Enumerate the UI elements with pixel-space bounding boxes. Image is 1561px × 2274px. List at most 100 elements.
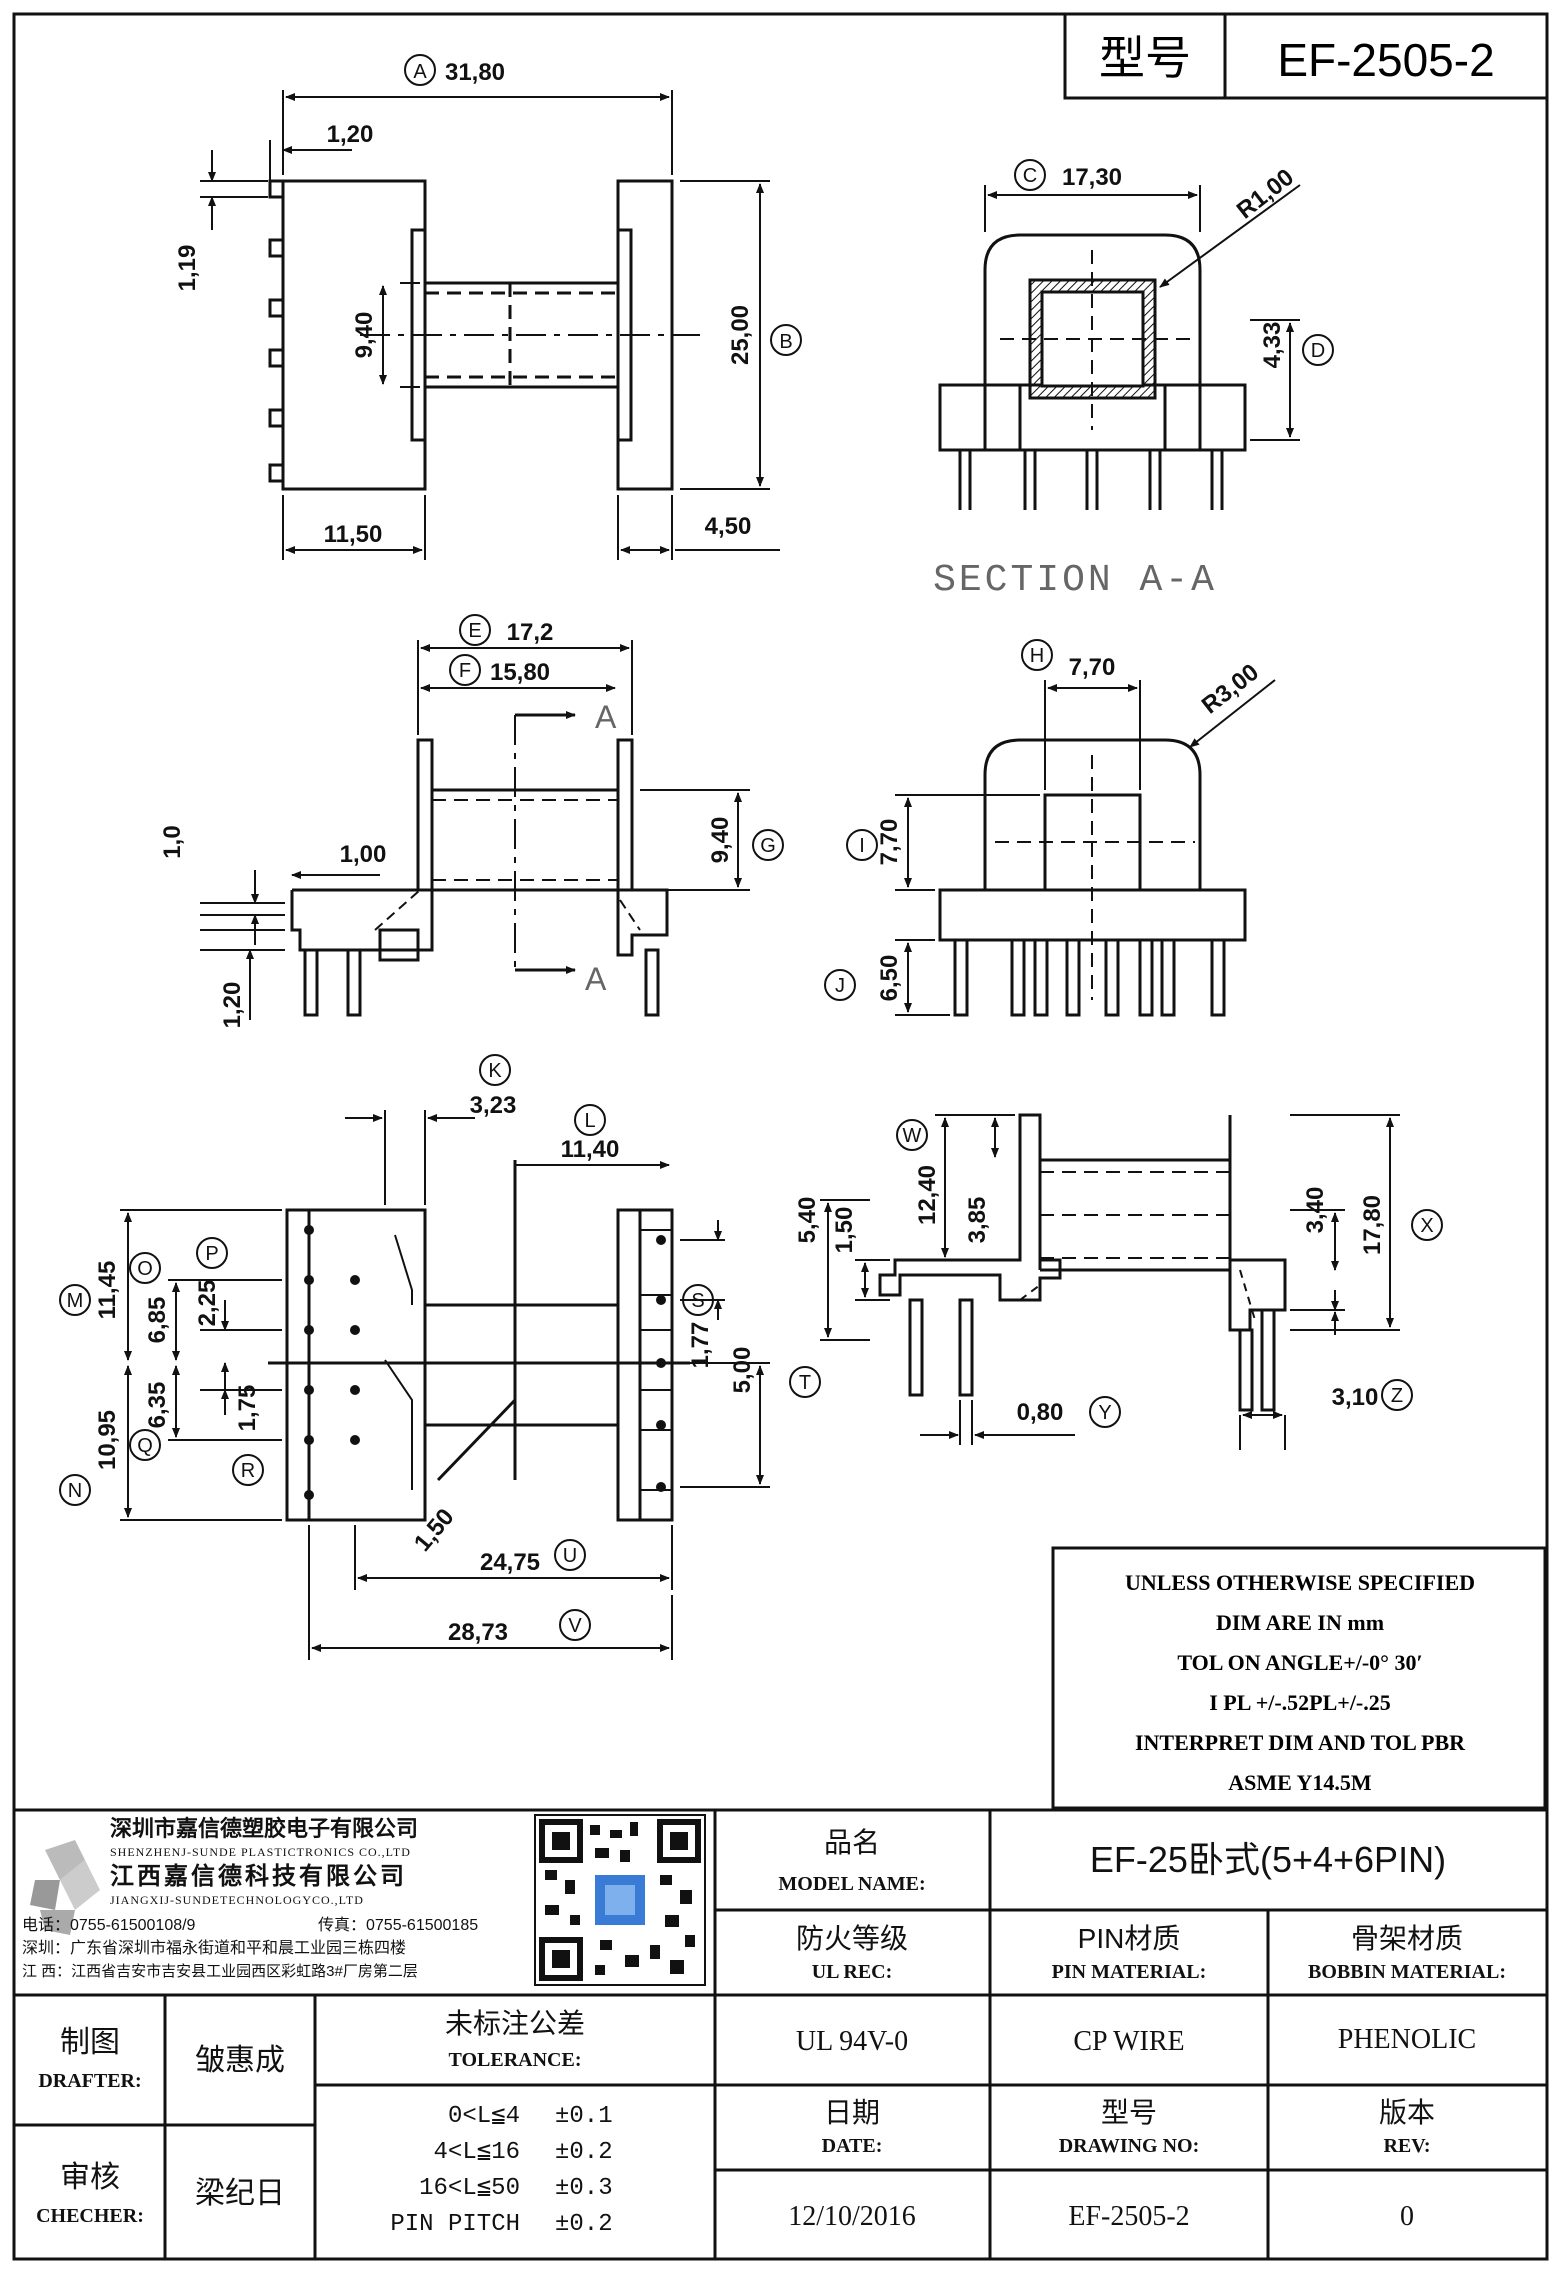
dim-W-letter: W [903,1125,922,1147]
dim-A-value: 31,80 [445,59,505,86]
dim-D-letter: D [1311,340,1325,362]
tb-drafter-cn: 制图 [60,2026,120,2059]
dim-11-50: 11,50 [324,521,383,548]
dim-Z-letter: Z [1391,1385,1403,1407]
dim-1-50-b: 1,50 [409,1504,460,1557]
tb-model-name-en: MODEL NAME: [778,1873,925,1895]
dim-X-value: 17,80 [1359,1195,1386,1255]
notes-box: UNLESS OTHERWISE SPECIFIED DIM ARE IN mm… [1051,1546,1547,1810]
tb-rev-cn: 版本 [1379,2097,1435,2128]
dims-section-aa [984,159,1334,441]
dim-R-value: 1,75 [234,1385,261,1432]
company-addr-jx: 江 西：江西省吉安市吉安县工业园西区彩虹路3#厂房第二层 [22,1962,418,1980]
dim-D-value: 4,33 [1259,322,1286,369]
dim-G-value: 9,40 [707,817,734,864]
dim-I-letter: I [859,835,865,857]
dim-U-letter: U [563,1545,577,1567]
note-line-6: ASME Y14.5M [1228,1770,1372,1795]
dim-9-40-top: 9,40 [351,312,378,359]
dim-C-value: 17,30 [1062,164,1122,191]
tb-tol-value-3: ±0.3 [555,2175,613,2202]
tb-date-value: 12/10/2016 [788,2201,916,2232]
tb-drawing-value: EF-2505-2 [1068,2201,1189,2232]
tb-tol-en: TOLERANCE: [449,2049,582,2071]
dim-B-value: 25,00 [727,305,754,365]
tb-tol-value-1: ±0.1 [555,2103,613,2130]
section-arrow-bottom: A [585,961,607,997]
note-line-1: UNLESS OTHERWISE SPECIFIED [1125,1570,1475,1595]
dims-middle-right [824,639,1276,1016]
note-line-4: I PL +/-.52PL+/-.25 [1209,1690,1391,1715]
tb-drafter-en: DRAFTER: [38,2070,141,2092]
tb-pin-value: CP WIRE [1073,2026,1184,2057]
dims-middle-left [200,614,784,1020]
dim-1-00: 1,00 [340,841,387,868]
dim-1-0: 1,0 [159,825,186,858]
dim-O-value: 6,85 [144,1297,171,1344]
dim-L-letter: L [584,1110,595,1132]
dims-bottom-right [820,1114,1443,1450]
tb-ul-value: UL 94V-0 [796,2026,908,2057]
dim-3-85: 3,85 [964,1197,991,1244]
dim-P-value: 2,25 [194,1280,221,1327]
pins-bottom-left [304,1225,666,1500]
dim-1-20-side: 1,20 [219,982,246,1029]
dim-H-value: 7,70 [1069,654,1116,681]
dim-1-19: 1,19 [174,245,201,292]
dim-1-50-r: 1,50 [831,1207,858,1254]
dim-3-40: 3,40 [1302,1187,1329,1234]
tb-tol-range-2: 4<L≦16 [434,2139,520,2166]
dim-N-value: 10,95 [94,1410,121,1470]
dim-S-value: 1,77 [687,1322,714,1369]
tb-date-cn: 日期 [824,2097,880,2128]
section-label: SECTION A-A [933,559,1217,602]
dim-A-letter: A [413,61,427,83]
dim-Y-letter: Y [1098,1402,1111,1424]
sheet-border [12,12,1549,2261]
tb-drawing-en: DRAWING NO: [1059,2135,1200,2157]
view-bottom-left [268,1160,690,1522]
tb-model-name-cn: 品名 [824,1827,880,1858]
dim-Q-value: 6,35 [144,1382,171,1429]
tb-pin-en: PIN MATERIAL: [1052,1961,1207,1983]
qr-code-icon [534,1814,706,1986]
dim-L-value: 11,40 [561,1136,620,1163]
tb-rev-value: 0 [1400,2201,1414,2232]
dim-T-value: 5,00 [729,1347,756,1394]
tb-tol-range-1: 0<L≦4 [448,2103,520,2130]
tb-drafter-name: 皱惠成 [195,2044,285,2077]
title-block [14,1808,1547,2259]
dim-W-value: 12,40 [914,1165,941,1225]
dim-E-letter: E [468,620,481,642]
dim-E-value: 17,2 [507,619,554,646]
tb-bobbin-en: BOBBIN MATERIAL: [1308,1961,1506,1983]
tb-bobbin-value: PHENOLIC [1338,2024,1476,2055]
dim-X-letter: X [1420,1215,1433,1237]
dim-O-letter: O [137,1258,153,1280]
company-name-cn-2: 江西嘉信德科技有限公司 [110,1862,407,1890]
tb-pin-cn: PIN材质 [1078,1923,1181,1954]
dim-K-letter: K [488,1060,502,1082]
dim-H-letter: H [1030,645,1044,667]
header-model-box: 型号 EF-2505-2 [1063,12,1549,100]
tb-bobbin-cn: 骨架材质 [1351,1923,1463,1954]
section-arrow-top: A [595,699,617,735]
header-model-value: EF-2505-2 [1277,34,1494,86]
dim-K-value: 3,23 [470,1092,517,1119]
dim-J-value: 6,50 [876,955,903,1002]
dim-1-20-top: 1,20 [327,121,374,148]
view-middle-right [938,738,1247,1017]
company-fax: 传真：0755-61500185 [318,1916,478,1934]
tb-checker-name: 梁纪日 [195,2177,285,2210]
tb-checker-cn: 审核 [60,2161,120,2194]
dim-T-letter: T [799,1372,811,1394]
tb-rev-en: REV: [1383,2135,1430,2157]
tb-tol-range-3: 16<L≦50 [419,2175,520,2202]
company-addr-sz: 深圳：广东省深圳市福永街道和平和晨工业园三栋四楼 [22,1939,406,1957]
note-line-2: DIM ARE IN mm [1216,1610,1384,1635]
tb-date-en: DATE: [822,2135,883,2157]
tb-tol-value-4: ±0.2 [555,2211,613,2238]
view-section-aa [938,233,1247,510]
tb-tol-cn: 未标注公差 [445,2008,585,2039]
